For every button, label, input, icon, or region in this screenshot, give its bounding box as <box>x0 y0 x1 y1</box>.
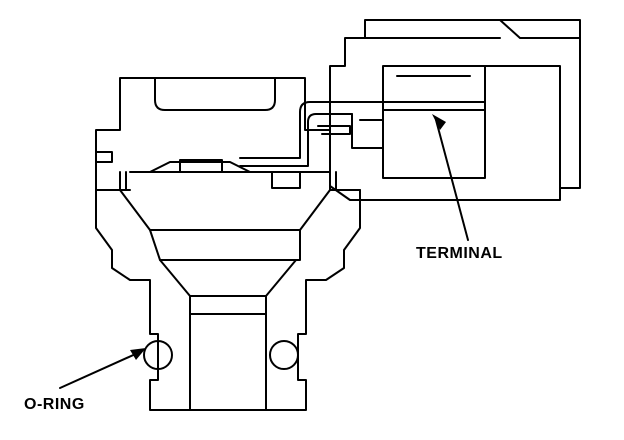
o-ring-right <box>269 340 299 370</box>
terminal-leader <box>435 119 469 241</box>
terminal-pin <box>239 101 486 167</box>
o-ring-leader <box>59 351 141 389</box>
o-rings <box>143 340 299 370</box>
lower-port <box>149 295 307 411</box>
upper-body <box>95 77 361 191</box>
terminal-label: TERMINAL <box>416 245 503 262</box>
sensing-element <box>129 159 331 189</box>
connector-housing <box>329 19 581 201</box>
flange <box>95 171 361 301</box>
o-ring-label: O-RING <box>24 396 85 413</box>
o-ring-left <box>143 340 173 370</box>
leader-lines <box>59 114 469 389</box>
